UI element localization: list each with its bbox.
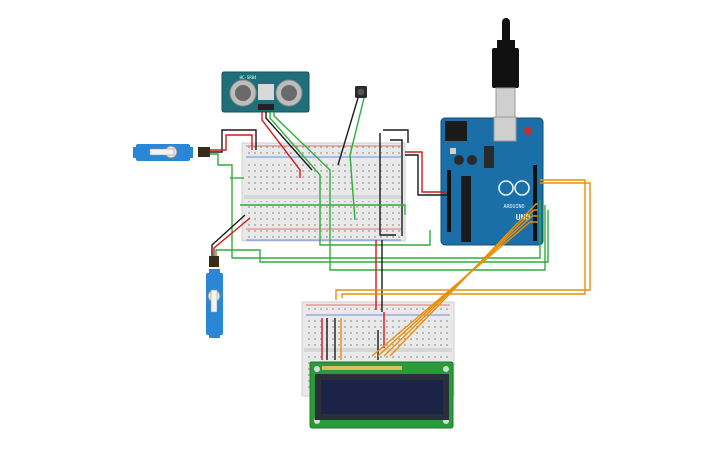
wires — [210, 97, 591, 360]
servo-motor-top — [133, 144, 210, 161]
ultrasonic-sensor: HC-SR04 — [221, 71, 310, 113]
servo-motor-bottom — [206, 256, 223, 338]
atmega-chip — [461, 176, 471, 242]
lcd-16x2-display — [309, 361, 454, 429]
arduino-uno-board: ARDUINO UNO — [440, 116, 544, 246]
usb-cable — [492, 18, 519, 119]
lcd-screen — [321, 380, 443, 414]
arduino-brand: ARDUINO — [503, 204, 524, 210]
sensor-label: HC-SR04 — [240, 75, 257, 80]
push-button — [355, 86, 367, 98]
